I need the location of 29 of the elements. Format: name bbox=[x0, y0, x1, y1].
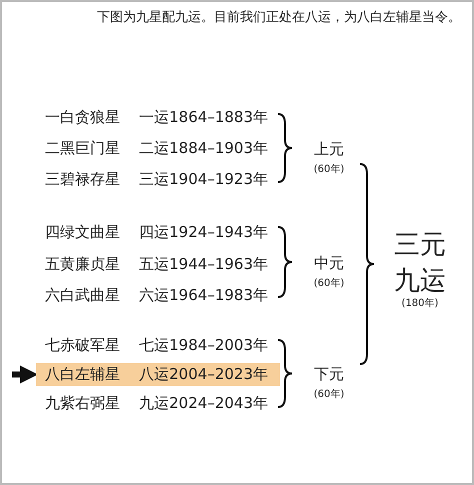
star-name-text: 五黄廉贞星 bbox=[45, 255, 120, 274]
star-name-text: 三碧禄存星 bbox=[45, 170, 120, 189]
star-name-text: 六白武曲星 bbox=[45, 286, 120, 305]
caption-text: 下图为九星配九运。目前我们正处在八运，为八白左辅星当令。 bbox=[97, 8, 461, 26]
arrow bbox=[12, 366, 38, 384]
era-label: 上元 bbox=[313, 140, 345, 160]
era-years-label: (60年) bbox=[312, 162, 346, 176]
era-label: 下元 bbox=[313, 365, 345, 384]
era-label: 中元 bbox=[313, 254, 345, 274]
main-title-label: 三元九运 bbox=[393, 229, 447, 298]
star-name-text: 八白左辅星 bbox=[45, 365, 120, 384]
era-years-label: (60年) bbox=[312, 388, 346, 400]
period-text: 八运2004–2023年 bbox=[139, 365, 268, 384]
period-text: 五运1944–1963年 bbox=[139, 255, 268, 274]
period-text: 二运1884–1903年 bbox=[139, 139, 268, 158]
star-name-text: 九紫右弼星 bbox=[45, 394, 120, 413]
highlight-band bbox=[36, 363, 280, 386]
star-name-text: 四绿文曲星 bbox=[45, 223, 120, 242]
period-text: 七运1984–2003年 bbox=[139, 336, 268, 355]
period-text: 四运1924–1943年 bbox=[139, 223, 268, 242]
total-years-label: (180年) bbox=[400, 296, 440, 310]
era-years-label: (60年) bbox=[312, 276, 346, 290]
period-text: 三运1904–1923年 bbox=[139, 170, 268, 189]
star-name-text: 七赤破军星 bbox=[45, 336, 120, 355]
star-name-text: 一白贪狼星 bbox=[45, 108, 120, 127]
star-name-text: 二黑巨门星 bbox=[45, 139, 120, 158]
period-text: 六运1964–1983年 bbox=[139, 286, 268, 305]
period-text: 九运2024–2043年 bbox=[139, 394, 268, 413]
period-text: 一运1864–1883年 bbox=[139, 108, 268, 127]
